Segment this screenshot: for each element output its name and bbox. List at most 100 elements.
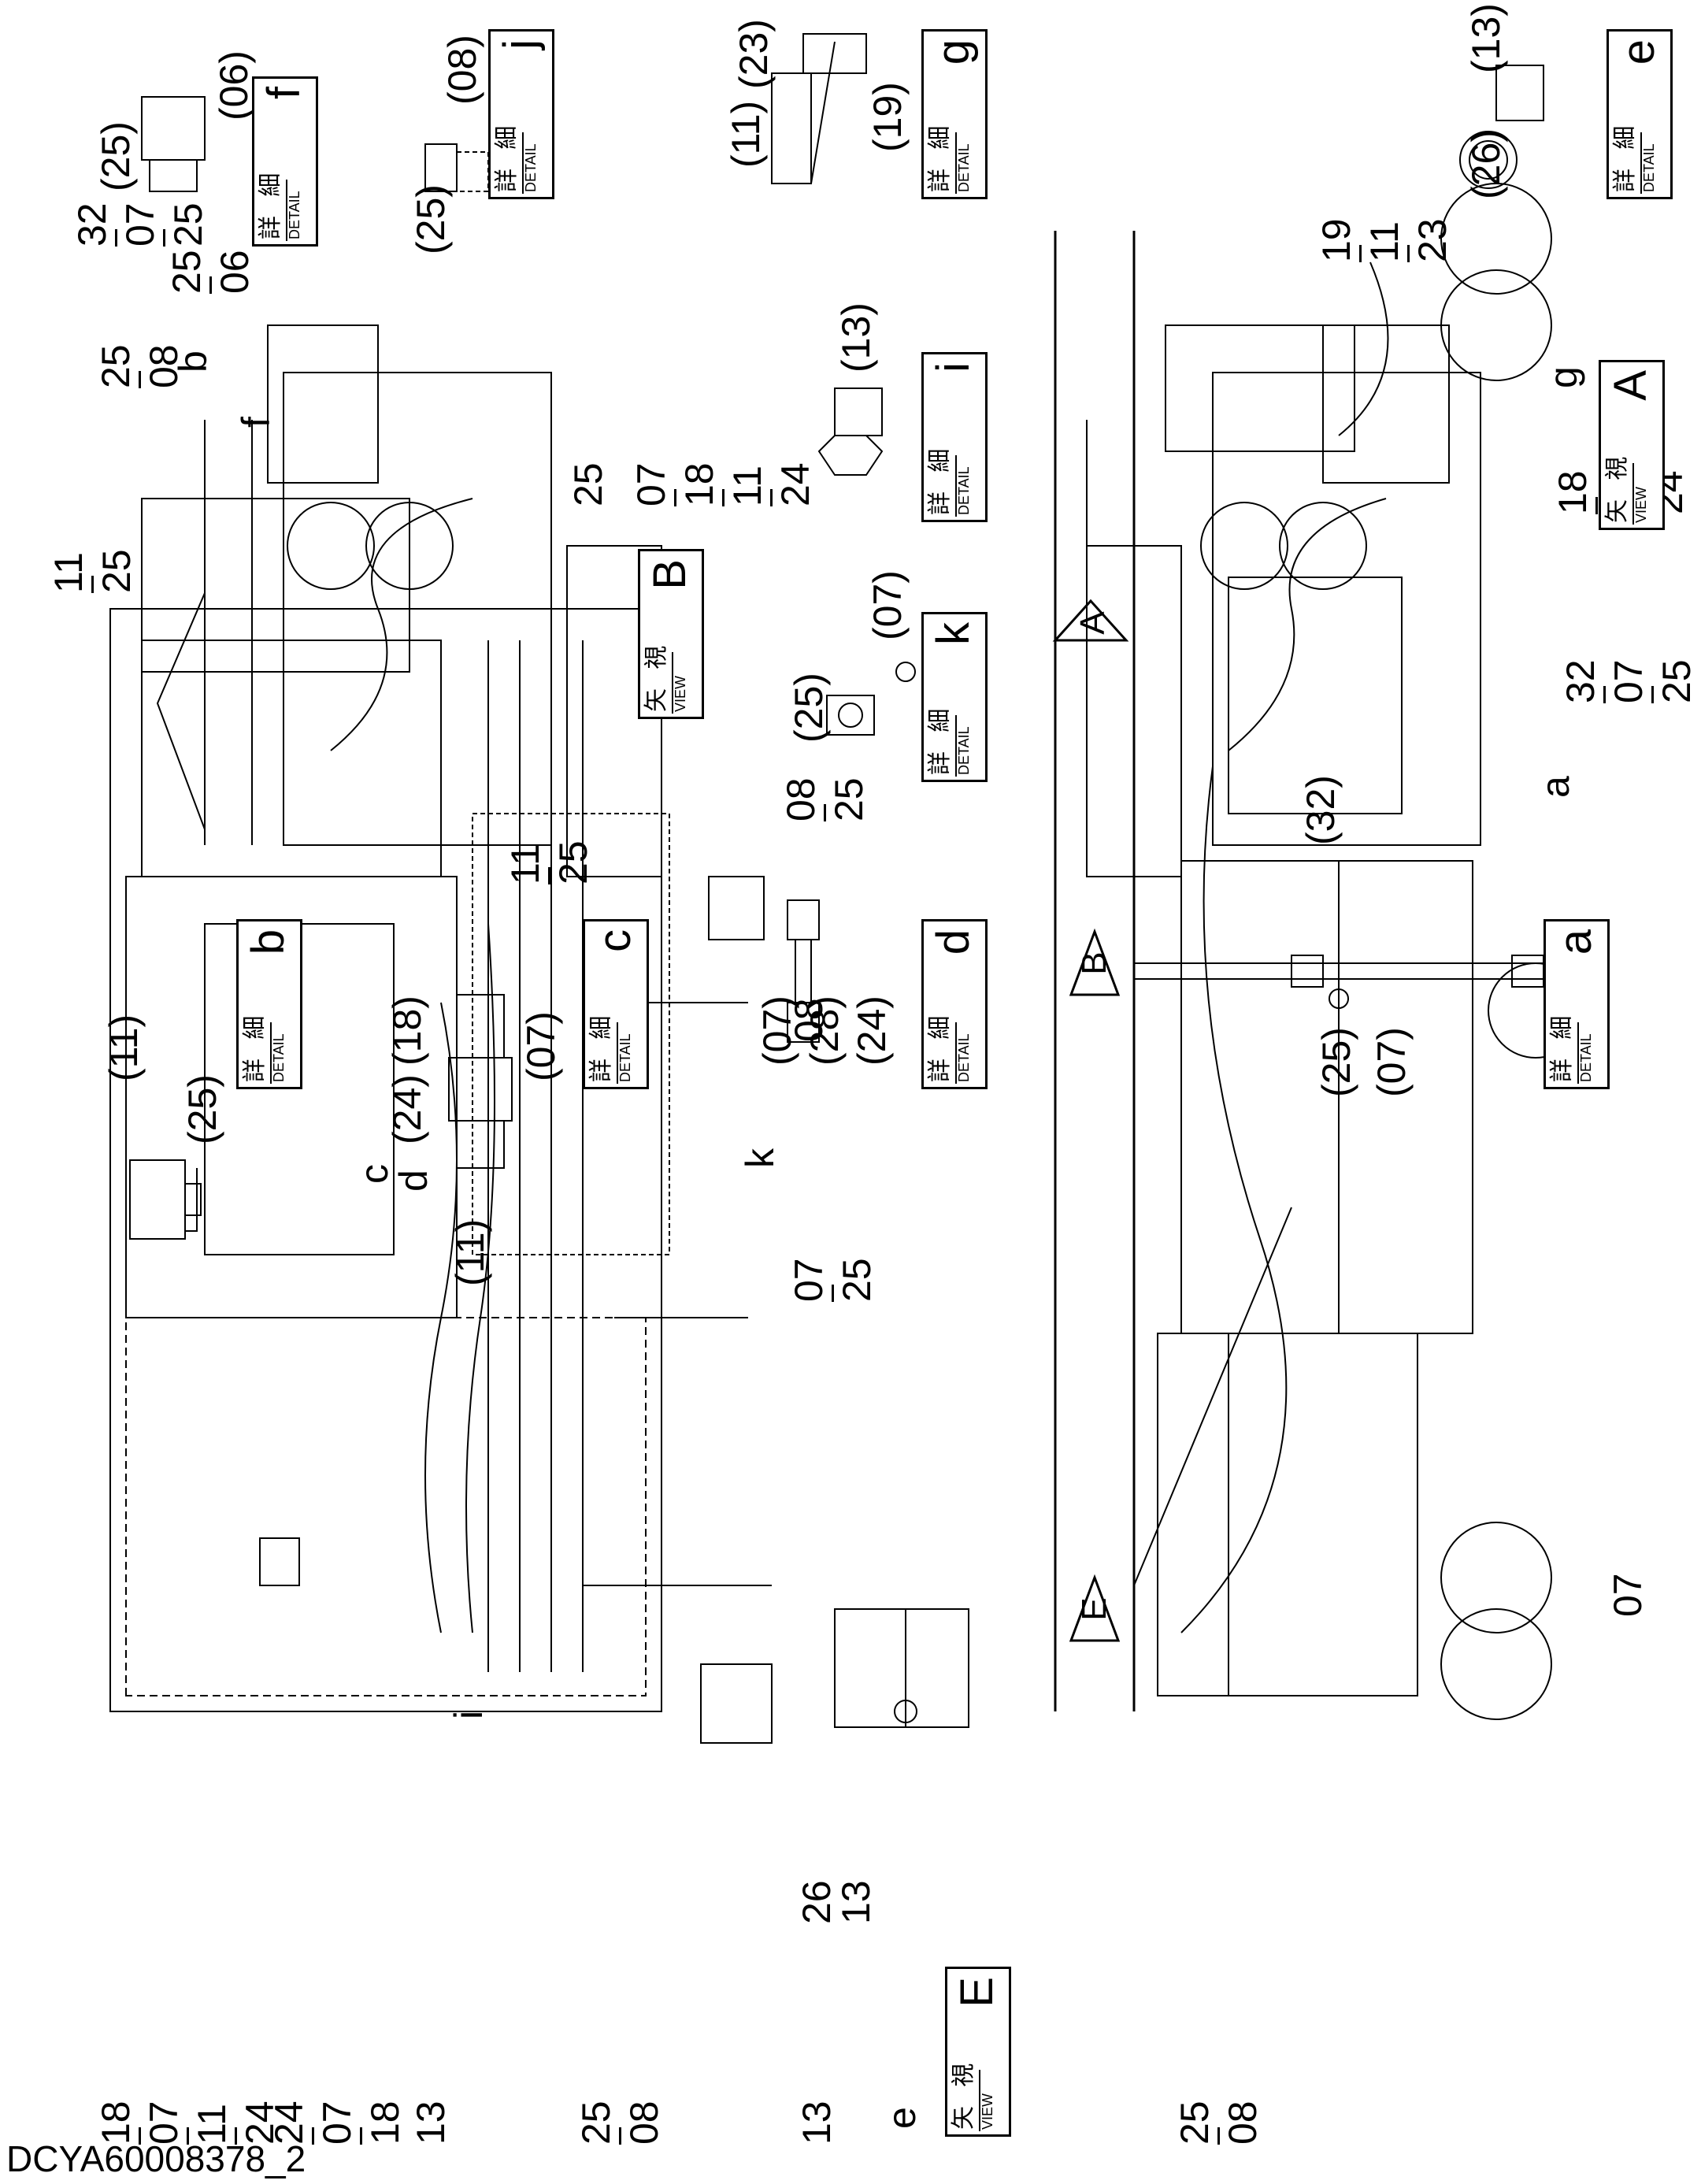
detail-c-18: (18) <box>385 996 429 1066</box>
view-a-structure <box>1054 261 1481 877</box>
callout-separator <box>1217 2127 1220 2145</box>
callout-separator <box>360 2127 362 2145</box>
view-e-13b: 13 <box>834 1880 878 1924</box>
callout-07-bottom: 07 <box>1606 1573 1650 1617</box>
detail-marker-k: k <box>738 1148 782 1168</box>
detail-i-13: (13) <box>834 302 878 373</box>
detail-a-25: (25) <box>1314 1027 1358 1097</box>
view-e-detail <box>834 1608 969 1728</box>
detail-marker-c: c <box>352 1164 396 1184</box>
callout-separator <box>619 2127 621 2145</box>
detail-k-sketch <box>826 662 916 736</box>
callout-32-07-25: 32 07 25 <box>70 202 210 247</box>
callout-separator <box>1595 497 1598 514</box>
detail-box-j: 詳 細 DETAIL j <box>488 29 554 199</box>
callout-25-08: 25 08 <box>574 2101 666 2145</box>
callout-separator <box>1603 686 1606 703</box>
detail-box-g: 詳 細 DETAIL g <box>921 29 988 199</box>
view-b-25-08: 25 08 <box>94 344 186 388</box>
main-plan-view <box>109 498 773 1744</box>
callout-separator <box>115 229 117 247</box>
view-e-13a: 13 <box>795 2101 839 2145</box>
detail-f-sketch <box>141 96 206 192</box>
view-a-marker-g: g <box>1541 366 1585 388</box>
callout-separator <box>312 2127 314 2145</box>
callout-separator <box>722 489 724 506</box>
detail-a-32: (32) <box>1299 775 1343 845</box>
detail-c-07: (07) <box>519 1011 563 1081</box>
main-side-view <box>1054 183 1584 1720</box>
document-id: DCYA60008378_2 <box>6 2138 306 2179</box>
detail-k-25: (25) <box>787 673 831 743</box>
view-b-25: 25 <box>566 462 610 506</box>
detail-b-25: (25) <box>180 1074 224 1144</box>
detail-g-19: (19) <box>865 82 910 152</box>
callout-separator <box>139 371 141 388</box>
callout-11-25-top: 11 25 <box>46 549 139 593</box>
detail-d-sketch <box>787 899 820 1043</box>
view-arrow-e-label: E <box>1075 1597 1114 1621</box>
detail-f-25: (25) <box>94 121 138 191</box>
detail-a-07: (07) <box>1369 1027 1414 1097</box>
detail-box-b: 詳 細 DETAIL b <box>236 919 302 1089</box>
detail-c-11: (11) <box>448 1218 492 1286</box>
callout-separator <box>209 276 212 294</box>
view-e-26: 26 <box>795 1880 839 1924</box>
detail-box-c: 詳 細 DETAIL c <box>583 919 649 1089</box>
view-arrow-b-label: B <box>1075 951 1114 975</box>
detail-box-d: 詳 細 DETAIL d <box>921 919 988 1089</box>
view-a-marker-a: a <box>1533 776 1577 798</box>
detail-g-sketch <box>771 33 867 184</box>
detail-box-i: 詳 細 DETAIL i <box>921 352 988 522</box>
view-box-a: 矢 視 VIEW A <box>1599 360 1665 530</box>
detail-box-e: 詳 細 DETAIL e <box>1606 29 1673 199</box>
detail-e-26: (26) <box>1464 129 1508 199</box>
detail-marker-d: d <box>391 1170 435 1192</box>
callout-25-08-bottom: 25 08 <box>1173 2101 1265 2145</box>
detail-b-sketch <box>129 1159 202 1240</box>
detail-c-24: (24) <box>385 1074 429 1144</box>
detail-marker-i: i <box>447 1710 491 1719</box>
detail-e-sketch <box>1459 65 1544 189</box>
detail-b-11: (11) <box>102 1014 146 1081</box>
callout-separator <box>1359 245 1362 262</box>
view-a-19-11-23: 19 11 23 <box>1314 218 1455 262</box>
detail-j-25: (25) <box>409 184 453 254</box>
detail-d-28: (28) <box>802 996 847 1066</box>
view-e-marker-e: e <box>880 2107 924 2129</box>
callout-separator <box>674 489 676 506</box>
detail-i-sketch <box>817 387 884 476</box>
view-a-32-07-25: 32 07 25 <box>1558 659 1699 703</box>
view-b-25-06: 25 06 <box>165 250 257 294</box>
view-b-11-25: 11 25 <box>503 840 595 884</box>
callout-07-25: 07 25 <box>787 1258 879 1302</box>
detail-j-08: (08) <box>440 35 484 105</box>
detail-box-a: 詳 細 DETAIL a <box>1544 919 1610 1089</box>
callout-08-25: 08 25 <box>779 777 871 821</box>
detail-g-23: (23) <box>732 19 776 89</box>
callout-13: 13 <box>409 2101 453 2145</box>
callout-separator <box>1651 686 1654 703</box>
detail-d-24: (24) <box>850 996 894 1066</box>
detail-k-07: (07) <box>865 570 910 640</box>
callout-separator <box>548 867 550 884</box>
view-b-marker-f: f <box>234 417 278 428</box>
detail-e-13: (13) <box>1464 3 1508 73</box>
callout-separator <box>1407 245 1410 262</box>
detail-box-f: 詳 細 DETAIL f <box>252 76 318 247</box>
detail-box-k: 詳 細 DETAIL k <box>921 612 988 782</box>
callout-separator <box>91 576 94 593</box>
view-arrows <box>1052 599 1129 1642</box>
callout-separator <box>832 1285 834 1302</box>
detail-d-07: (07) <box>755 996 799 1066</box>
callout-separator <box>824 804 826 821</box>
callout-separator <box>770 489 773 506</box>
detail-c-sketch <box>448 994 513 1169</box>
detail-g-11: (11) <box>724 100 768 168</box>
detail-f-06: (06) <box>212 50 256 121</box>
view-arrow-a-label: A <box>1073 611 1112 635</box>
detail-a-sketch <box>1133 955 1576 1009</box>
